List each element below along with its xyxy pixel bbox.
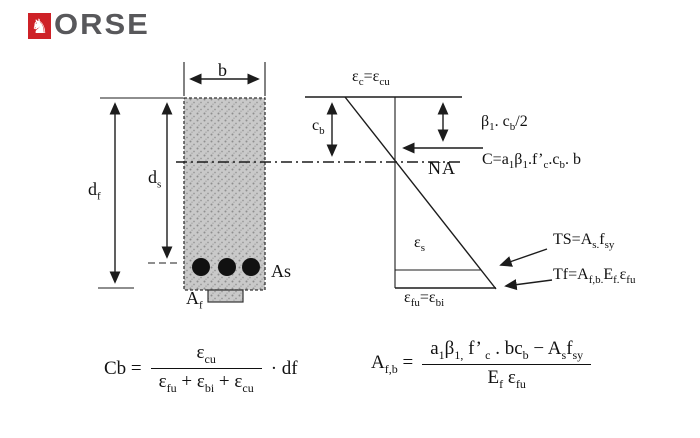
afb-formula-denominator: Ef εfu bbox=[487, 367, 526, 391]
b-label: b bbox=[218, 60, 227, 80]
as-label: As bbox=[271, 261, 292, 281]
frp-plate bbox=[207, 289, 244, 303]
cb-formula-suffix: · df bbox=[270, 357, 298, 379]
afb-formula-lhs: Af,b = bbox=[371, 352, 414, 377]
horse-head-glyph: ♞ bbox=[30, 14, 49, 38]
cb-balanced-depth-formula: Cb = εcu εfu + εbi + εcu · df bbox=[104, 342, 298, 395]
afb-balanced-area-formula: Af,b = a1β1, f’ c . bcb − Asfsy Ef εfu bbox=[371, 338, 592, 391]
stress-block-depth-label: β1. cb/2 bbox=[481, 113, 528, 134]
cb-formula-numerator: εcu bbox=[196, 342, 216, 366]
steel-tension-label: TS=As.fsy bbox=[553, 231, 615, 252]
rebar-circle bbox=[192, 258, 210, 276]
bottom-strain-label: εfu=εbi bbox=[404, 289, 445, 310]
afb-formula-numerator: a1β1, f’ c . bcb − Asfsy bbox=[430, 338, 584, 362]
fraction-bar bbox=[150, 368, 262, 370]
cb-label: cb bbox=[312, 117, 325, 138]
na-label: NA bbox=[428, 158, 456, 178]
cb-formula-denominator: εfu + εbi + εcu bbox=[158, 371, 254, 395]
frp-tension-label: Tf=Af,b.Ef.εfu bbox=[553, 266, 636, 287]
horse-logo: ♞ ORSE bbox=[28, 10, 150, 41]
frp-tension-pointer-arrow bbox=[504, 279, 553, 291]
concrete-beam-section bbox=[183, 97, 266, 291]
logo-wordmark: ORSE bbox=[54, 8, 150, 41]
df-label: df bbox=[88, 179, 101, 203]
steel-tension-pointer-arrow bbox=[499, 248, 548, 267]
af-label: Af bbox=[186, 288, 203, 312]
rebar-circle bbox=[218, 258, 236, 276]
rebar-circle bbox=[242, 258, 260, 276]
cb-formula-lhs: Cb = bbox=[104, 357, 142, 379]
top-strain-label: εc=εcu bbox=[352, 68, 390, 89]
ds-label: ds bbox=[148, 167, 162, 191]
horse-head-icon: ♞ bbox=[28, 13, 51, 39]
cb-formula-fraction: εcu εfu + εbi + εcu bbox=[150, 342, 262, 395]
steel-strain-label: εs bbox=[414, 234, 425, 255]
fraction-bar bbox=[422, 364, 592, 366]
strain-diagonal-line bbox=[344, 96, 497, 290]
compression-force-label: C=a1β1.f’c.cb. b bbox=[482, 151, 581, 172]
afb-formula-fraction: a1β1, f’ c . bcb − Asfsy Ef εfu bbox=[422, 338, 592, 391]
